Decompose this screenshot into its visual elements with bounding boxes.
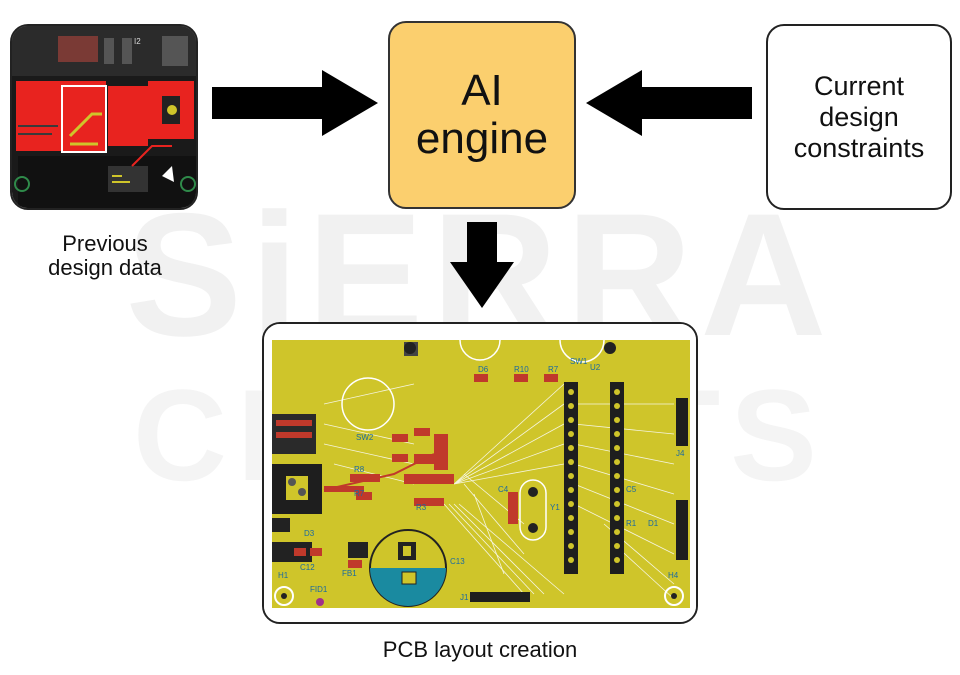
label-c12: C12 (300, 563, 315, 572)
label-c5: C5 (626, 485, 637, 494)
constraints-line1: Current (813, 70, 905, 101)
label-c4: C4 (498, 485, 509, 494)
constraints-label: Current design constraints (794, 71, 925, 164)
previous-design-caption: Previous design data (0, 232, 210, 280)
constraints-box: Current design constraints (766, 24, 952, 210)
label-h4: H4 (668, 571, 679, 580)
label-d3: D3 (304, 529, 315, 538)
pcb-thumbnail-red: I2 (12, 26, 196, 208)
label-r1: R1 (626, 519, 637, 528)
label-h1: H1 (278, 571, 289, 580)
label-j1: J1 (460, 593, 469, 602)
pcb-board-image: D6 R10 R7 SW1 U2 SW2 R8 R7 R3 C4 Y1 C5 R… (264, 324, 696, 622)
label-i2: I2 (134, 37, 141, 46)
previous-design-thumbnail: I2 (10, 24, 198, 210)
label-c13: C13 (450, 557, 465, 566)
arrow-constraints-to-ai (586, 70, 752, 136)
pcb-layout-thumbnail: D6 R10 R7 SW1 U2 SW2 R8 R7 R3 C4 Y1 C5 R… (262, 322, 698, 624)
ai-engine-line2: engine (415, 114, 549, 163)
label-r7: R7 (548, 365, 559, 374)
ai-engine-label: AI engine (416, 67, 548, 163)
label-r3: R3 (416, 503, 427, 512)
arrow-previous-to-ai (212, 70, 378, 136)
label-fid1: FID1 (310, 585, 328, 594)
label-d6: D6 (478, 365, 489, 374)
constraints-line2: design (819, 101, 899, 132)
label-r10: R10 (514, 365, 529, 374)
label-u2: U2 (590, 363, 601, 372)
label-y1: Y1 (550, 503, 560, 512)
previous-caption-line1: Previous (62, 231, 148, 256)
constraints-line3: constraints (793, 132, 925, 163)
ai-engine-box: AI engine (388, 21, 576, 209)
arrow-ai-to-pcb (450, 222, 514, 308)
label-r8: R8 (354, 465, 365, 474)
previous-caption-line2: design data (48, 255, 162, 280)
label-sw1: SW1 (570, 357, 588, 366)
ai-engine-line1: AI (461, 66, 503, 115)
label-r7b: R7 (354, 489, 365, 498)
pcb-layout-caption: PCB layout creation (382, 637, 578, 662)
label-j4: J4 (676, 449, 685, 458)
label-fb1: FB1 (342, 569, 357, 578)
label-sw2: SW2 (356, 433, 374, 442)
label-d1: D1 (648, 519, 659, 528)
